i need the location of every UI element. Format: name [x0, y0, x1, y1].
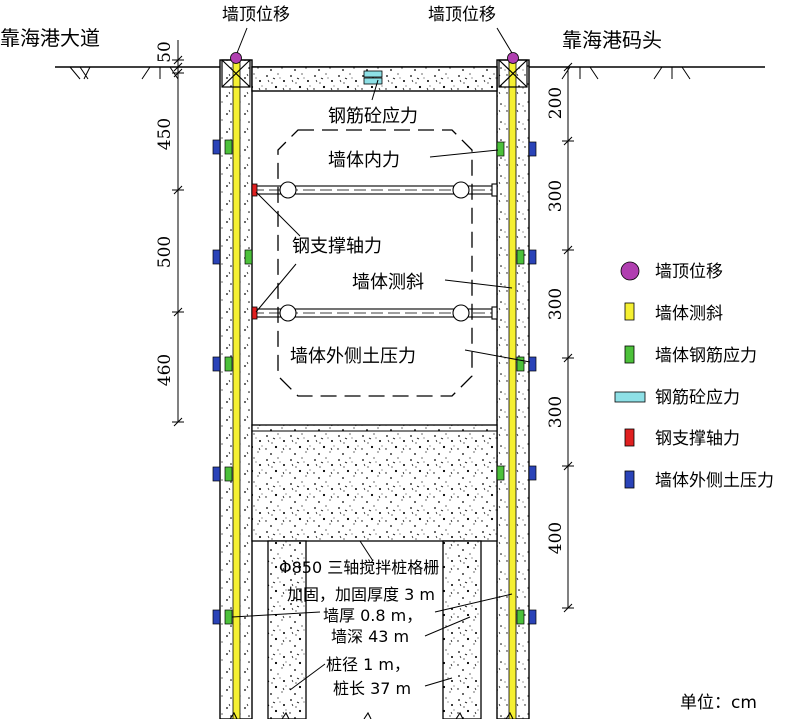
strut-axial-marker-upper	[251, 183, 258, 197]
steel-strut-upper	[251, 181, 498, 199]
unit-label: 单位：cm	[680, 693, 757, 713]
earth-pressure-marker	[212, 356, 221, 372]
ground-hatch-right	[561, 66, 691, 80]
rebar-stress-marker	[516, 609, 525, 625]
legend-label: 钢筋砼应力	[655, 388, 740, 408]
rebar-stress-marker	[516, 249, 525, 265]
legend-symbol-top-displacement-icon	[620, 261, 640, 281]
road-right-label: 靠海港码头	[562, 28, 662, 52]
dim-label-right: 200	[546, 87, 566, 119]
earth-pressure-marker	[212, 139, 221, 155]
rebar-stress-marker	[244, 249, 253, 265]
earth-pressure-marker	[528, 465, 537, 481]
dim-label-right: 400	[546, 522, 566, 554]
earth-pressure-marker	[528, 609, 537, 625]
legend-label: 墙顶位移	[655, 262, 723, 282]
reinforcement-label-line2: 加固，加固厚度 3 m	[287, 585, 435, 604]
rebar-stress-marker	[224, 609, 233, 625]
wall-internal-force-label: 墙体内力	[328, 150, 400, 171]
top-displacement-label-left: 墙顶位移	[222, 5, 290, 25]
legend-symbol-rebar-concrete-icon	[614, 391, 646, 403]
wall-thickness-label: 墙厚 0.8 m，	[323, 606, 422, 625]
legend-symbol-earth-pressure-icon	[624, 470, 635, 489]
pile-left	[267, 540, 307, 719]
rebar-stress-marker	[496, 141, 505, 157]
strut-axial-marker-lower	[251, 306, 258, 320]
ground-hatch-left	[69, 66, 179, 80]
rebar-stress-marker	[224, 466, 233, 482]
rebar-stress-marker	[516, 356, 525, 372]
dim-label-left: 450	[155, 118, 175, 150]
top-displacement-marker-left	[230, 52, 242, 64]
legend-label: 墙体测斜	[655, 304, 723, 324]
left-dimension-line	[172, 40, 184, 427]
reinforcement-label-line1: Φ850 三轴搅拌桩格栅	[279, 558, 439, 577]
road-left-label: 靠海港大道	[0, 26, 100, 50]
monitoring-zone-outline	[277, 129, 473, 397]
top-displacement-marker-right	[507, 52, 519, 64]
earth-pressure-marker	[528, 356, 537, 372]
earth-pressure-markers	[212, 139, 537, 625]
pile-right	[442, 540, 482, 719]
dim-label-left: 500	[155, 236, 175, 268]
steel-strut-axial-label: 钢支撑轴力	[292, 236, 382, 257]
rebar-stress-markers	[224, 139, 525, 625]
pile-diameter-label: 桩径 1 m，	[326, 655, 410, 674]
dim-label-right: 300	[546, 396, 566, 428]
legend-label: 墙体钢筋应力	[655, 346, 757, 366]
earth-pressure-marker	[212, 609, 221, 625]
rebar-concrete-stress-marker	[363, 77, 383, 85]
legend: 墙顶位移 墙体测斜 墙体钢筋应力 钢筋砼应力 钢支撑轴力 墙体外侧土压力	[614, 261, 774, 491]
legend-label: 墙体外侧土压力	[655, 471, 774, 491]
top-displacement-label-right: 墙顶位移	[428, 5, 496, 25]
soil-reinforcement-block	[251, 424, 498, 542]
pile-length-label: 桩长 37 m	[333, 679, 411, 698]
rebar-stress-marker	[224, 139, 233, 155]
rebar-concrete-stress-label: 钢筋砼应力	[328, 106, 418, 127]
dim-label-right: 300	[546, 288, 566, 320]
legend-symbol-inclinometer-icon	[624, 302, 635, 321]
left-inclinometer-bar	[232, 61, 241, 719]
wall-depth-label: 墙深 43 m	[331, 627, 409, 646]
rebar-stress-marker	[224, 356, 233, 372]
right-dimension-line	[562, 62, 574, 613]
break-marks	[229, 711, 514, 719]
rebar-concrete-stress-marker	[363, 70, 383, 78]
outer-earth-pressure-label: 墙体外侧土压力	[290, 346, 416, 367]
dim-label-left: 460	[155, 354, 175, 386]
dim-label-left: 50	[155, 41, 175, 63]
legend-label: 钢支撑轴力	[655, 429, 740, 449]
rebar-stress-marker	[496, 465, 505, 481]
steel-strut-lower	[251, 304, 498, 322]
dim-label-right: 300	[546, 180, 566, 212]
leader-lines	[231, 79, 531, 691]
legend-symbol-strut-axial-icon	[624, 428, 635, 447]
earth-pressure-marker	[528, 249, 537, 265]
earth-pressure-marker	[528, 141, 537, 157]
legend-symbol-rebar-stress-icon	[624, 345, 635, 364]
earth-pressure-marker	[212, 466, 221, 482]
wall-inclinometer-label: 墙体测斜	[352, 272, 424, 293]
right-inclinometer-bar	[508, 61, 517, 719]
earth-pressure-marker	[212, 249, 221, 265]
